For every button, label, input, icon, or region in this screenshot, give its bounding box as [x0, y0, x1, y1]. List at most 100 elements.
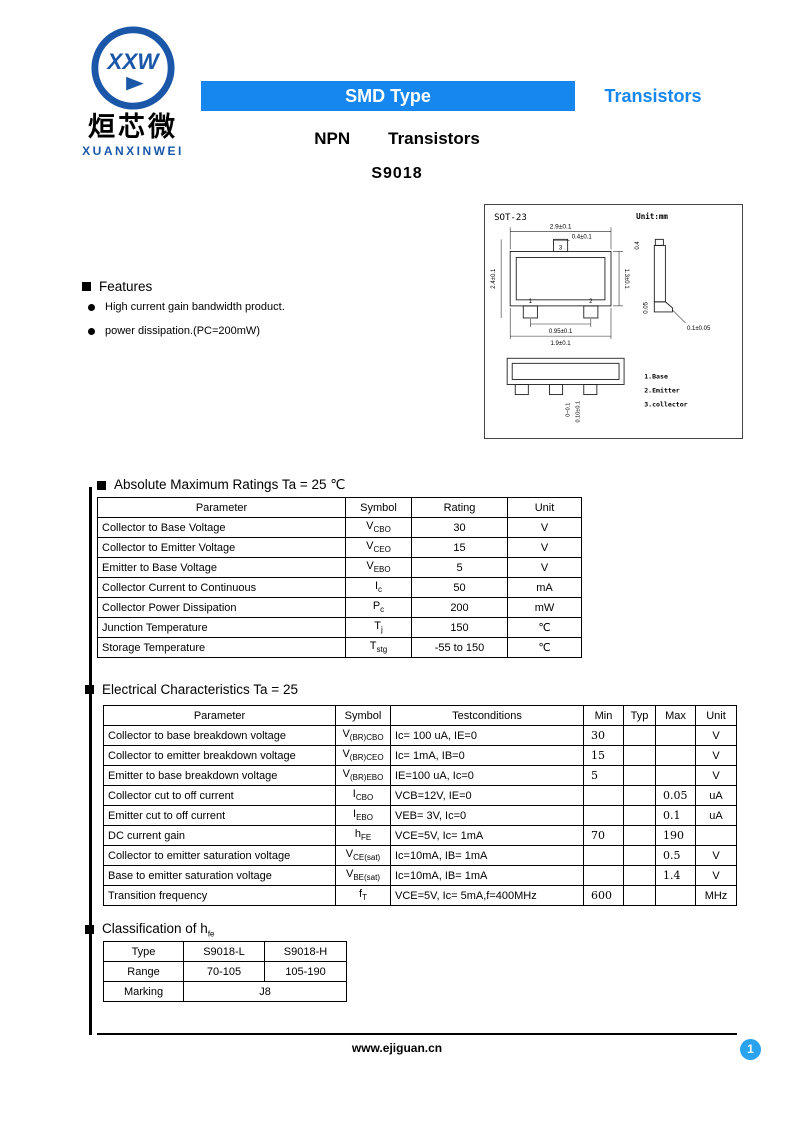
- symbol-sub: stg: [376, 645, 388, 655]
- symbol-sub: CEO: [373, 545, 391, 555]
- unit-cell: V: [507, 517, 582, 538]
- abs-max-heading-label: Absolute Maximum Ratings Ta = 25 ℃: [114, 477, 346, 492]
- symbol-cell: Tj: [345, 617, 412, 638]
- front-view: [509, 238, 612, 319]
- banner-transistors-label: Transistors: [575, 81, 731, 111]
- table-row: Collector to base breakdown voltage V(BR…: [103, 725, 737, 746]
- package-drawing: SOT-23 Unit:mm: [491, 212, 711, 422]
- max-cell: [655, 745, 696, 766]
- param-cell: Collector Power Dissipation: [97, 597, 346, 618]
- param-cell: Collector to emitter breakdown voltage: [103, 745, 336, 766]
- table-row: Collector to Emitter Voltage VCEO 15 V: [97, 537, 582, 558]
- symbol-main: V: [366, 520, 374, 533]
- table-row: DC current gain hFE VCE=5V, Ic= 1mA 70 1…: [103, 825, 737, 846]
- symbol-main: V: [366, 560, 374, 573]
- symbol-main: P: [372, 600, 381, 613]
- table-row: Collector to emitter breakdown voltage V…: [103, 745, 737, 766]
- circle-bullet-icon: [88, 327, 95, 335]
- header-unit: Unit: [695, 705, 737, 726]
- param-cell: Collector to emitter saturation voltage: [103, 845, 336, 866]
- symbol-sub: (BR)EBO: [350, 773, 384, 783]
- unit-cell: mW: [507, 597, 582, 618]
- company-logo-icon: XXW: [91, 26, 175, 110]
- type-label-cell: Type: [103, 941, 184, 962]
- symbol-sub: c: [380, 605, 385, 615]
- dimension-lines: [500, 227, 686, 340]
- min-cell: [583, 865, 624, 886]
- table-row: Range 70-105 105-190: [103, 961, 347, 982]
- param-cell: Base to emitter saturation voltage: [103, 865, 336, 886]
- symbol-sub: CBO: [355, 793, 374, 803]
- symbol-main: V: [342, 768, 350, 781]
- symbol-main: V: [366, 540, 374, 553]
- dim-standoff: 0.05: [643, 301, 649, 313]
- table-row: Emitter to Base Voltage VEBO 5 V: [97, 557, 582, 578]
- conditions-cell: VEB= 3V, Ic=0: [390, 805, 584, 826]
- feature-text: power dissipation.(PC=200mW): [105, 325, 260, 337]
- part-number: S9018: [371, 165, 423, 182]
- min-cell: 5: [583, 765, 624, 786]
- table-row: Collector Power Dissipation Pc 200 mW: [97, 597, 582, 618]
- symbol-sub: FE: [360, 833, 372, 843]
- profile-view: [506, 357, 625, 396]
- conditions-cell: IE=100 uA, Ic=0: [390, 765, 584, 786]
- typ-cell: [623, 725, 656, 746]
- company-name-cjk: 烜芯微: [88, 112, 178, 142]
- param-cell: Emitter cut to off current: [103, 805, 336, 826]
- symbol-cell: V(BR)CEO: [335, 745, 391, 766]
- unit-cell: V: [695, 725, 737, 746]
- table-row: Type S9018-L S9018-H: [103, 941, 347, 962]
- logo-arrow-icon: [126, 76, 144, 91]
- typ-cell: [623, 805, 656, 826]
- pin-1-label: 1: [529, 299, 533, 305]
- unit-cell: mA: [507, 577, 582, 598]
- symbol-main: I: [374, 580, 379, 593]
- header-min: Min: [583, 705, 624, 726]
- unit-cell: V: [695, 745, 737, 766]
- symbol-cell: VCEO: [345, 537, 412, 558]
- unit-cell: uA: [695, 805, 737, 826]
- param-cell: Storage Temperature: [97, 637, 346, 658]
- table-row: Collector to Base Voltage VCBO 30 V: [97, 517, 582, 538]
- feature-text: High current gain bandwidth product.: [105, 301, 285, 313]
- table-row: Collector to emitter saturation voltage …: [103, 845, 737, 866]
- symbol-main: T: [369, 640, 377, 653]
- param-cell: Collector to Base Voltage: [97, 517, 346, 538]
- banner-smd-type-label: SMD Type: [345, 86, 431, 106]
- unit-cell: MHz: [695, 885, 737, 906]
- unit-cell: ℃: [507, 617, 582, 638]
- table-header-row: Parameter Symbol Testconditions Min Typ …: [103, 705, 737, 726]
- feature-item: power dissipation.(PC=200mW): [88, 325, 260, 337]
- dim-pin-width: 0.4±0.1: [572, 234, 593, 240]
- max-cell: 0.5: [655, 845, 696, 866]
- symbol-sub: BE(sat): [353, 873, 380, 883]
- note-base: 1.Base: [644, 372, 668, 380]
- min-cell: 30: [583, 725, 624, 746]
- symbol-cell: Tstg: [345, 637, 412, 658]
- rating-cell: 15: [411, 537, 508, 558]
- page-number-badge: 1: [740, 1039, 761, 1060]
- max-cell: [655, 885, 696, 906]
- table-row: Storage Temperature Tstg -55 to 150 ℃: [97, 637, 582, 658]
- symbol-cell: Ic: [345, 577, 412, 598]
- symbol-main: h: [354, 828, 361, 841]
- elec-table: Parameter Symbol Testconditions Min Typ …: [103, 705, 737, 906]
- pin-2-label: 2: [589, 299, 593, 305]
- dim-pin-pitch: 0.95±0.1: [549, 329, 573, 335]
- symbol-sub: EBO: [356, 813, 373, 823]
- elec-heading-label: Electrical Characteristics Ta = 25: [102, 682, 298, 697]
- typ-cell: [623, 845, 656, 866]
- param-cell: Collector Current to Continuous: [97, 577, 346, 598]
- rating-cell: 200: [411, 597, 508, 618]
- header-max: Max: [655, 705, 696, 726]
- symbol-sub: CBO: [373, 525, 391, 535]
- circle-bullet-icon: [88, 303, 95, 311]
- max-cell: [655, 765, 696, 786]
- param-cell: Transition frequency: [103, 885, 336, 906]
- dim-body-height: 1.3±0.1: [623, 269, 629, 290]
- typ-cell: [623, 745, 656, 766]
- table-row: Base to emitter saturation voltage VBE(s…: [103, 865, 737, 886]
- rating-cell: 50: [411, 577, 508, 598]
- conditions-cell: Ic= 1mA, IB=0: [390, 745, 584, 766]
- symbol-main: I: [352, 788, 356, 801]
